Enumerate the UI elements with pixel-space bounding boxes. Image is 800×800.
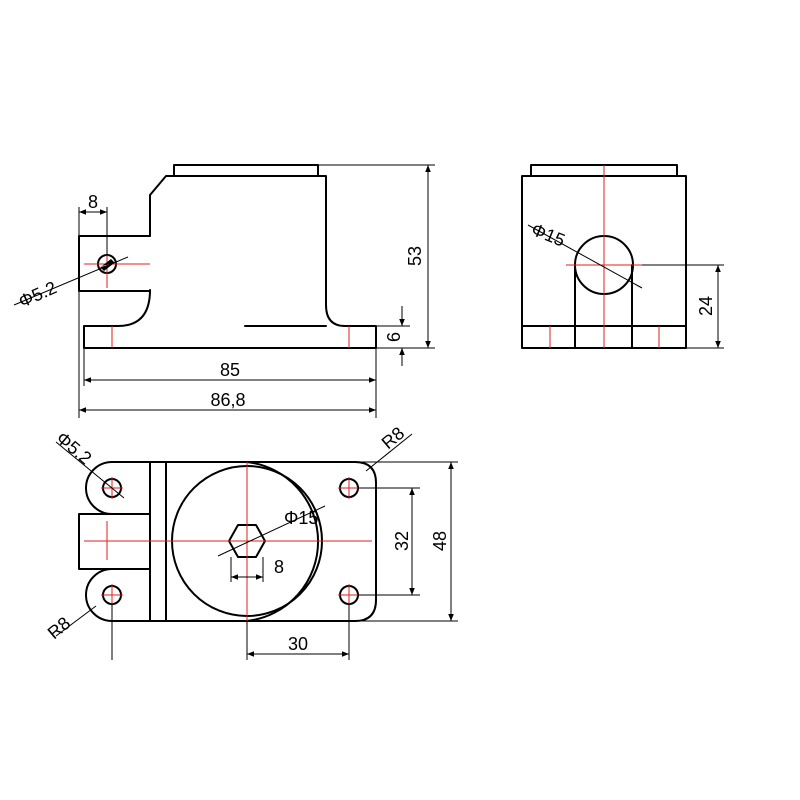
dim-hole-arrow-a	[102, 259, 115, 266]
top-radius-left-label: R8	[44, 613, 74, 643]
top-radius-leader-left	[55, 605, 97, 637]
dim-hole-arrow-b	[100, 264, 113, 271]
top-ear-lower	[85, 568, 151, 622]
top-hex-label: 8	[274, 557, 284, 577]
top-boss-label: Φ15	[284, 508, 318, 528]
side-bore-leader	[527, 224, 643, 289]
dim-hole-label: Φ5.2	[15, 277, 59, 311]
dim-base-thickness-label: 6	[384, 332, 404, 342]
dim-tab-width-label: 8	[88, 192, 98, 212]
top-hole-spacing-x-label: 30	[288, 634, 308, 654]
front-view: 8 Φ5.2 53 6 85 86,8	[13, 164, 435, 418]
top-left-tab	[78, 513, 151, 570]
dim-height-label: 53	[405, 246, 425, 266]
dim-overall-length-label: 86,8	[210, 390, 245, 410]
side-bore-label: Φ15	[529, 219, 568, 250]
front-top-cap	[173, 164, 319, 177]
top-boss-leader	[217, 505, 326, 557]
side-bore-height-label: 24	[696, 296, 716, 316]
side-view: Φ15 24	[521, 164, 724, 349]
dim-base-length-label: 85	[220, 360, 240, 380]
top-ear-upper	[85, 461, 151, 515]
top-hole-spacing-y-label: 32	[392, 531, 412, 551]
top-radius-right-label: R8	[378, 423, 408, 453]
top-radius-leader-right	[365, 433, 413, 472]
top-hole-leader	[55, 441, 125, 499]
side-bore-slot	[574, 264, 633, 349]
top-width-label: 48	[430, 531, 450, 551]
front-left-tab	[78, 235, 151, 292]
top-view: Φ5.2 R8 R8 Φ15 8 30 32 48	[44, 423, 458, 660]
top-hole-label: Φ5.2	[52, 428, 95, 469]
front-body-outline	[83, 175, 377, 349]
